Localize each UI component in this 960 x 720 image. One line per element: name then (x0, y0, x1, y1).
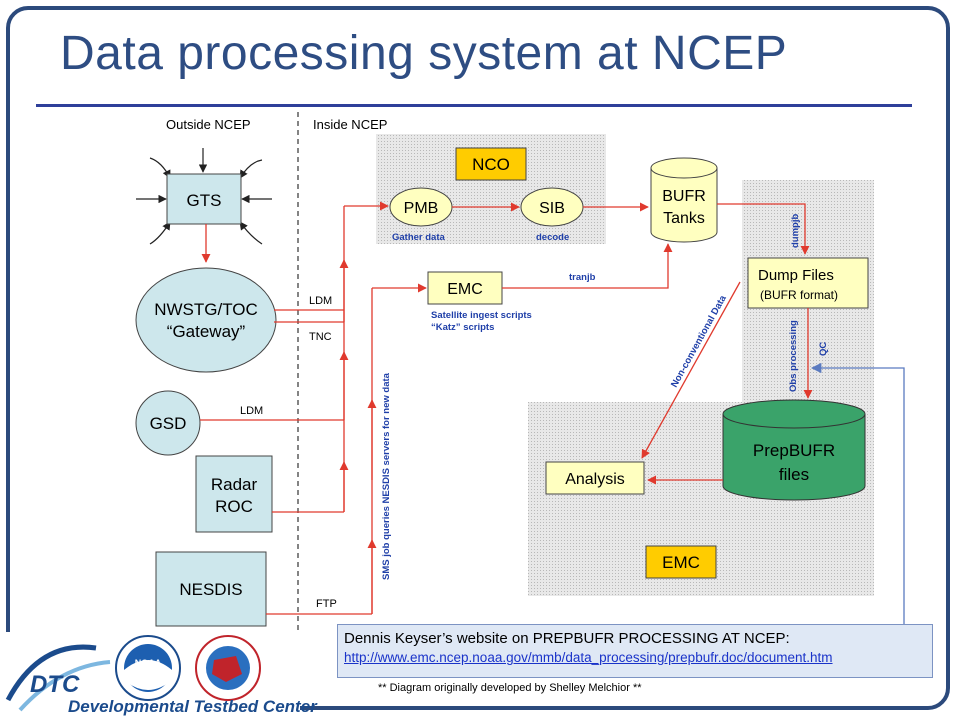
nwstg-label: NWSTG/TOC (154, 300, 258, 319)
reference-callout: Dennis Keyser’s website on PREPBUFR PROC… (337, 624, 933, 678)
analysis-label: Analysis (565, 471, 625, 488)
nco-box (455, 147, 527, 181)
inside-ncep-label: Inside NCEP (313, 117, 387, 132)
analysis-box (545, 461, 645, 495)
ldm-top-label: LDM (309, 295, 332, 307)
satellite-ingest-label: Satellite ingest scripts (431, 310, 532, 321)
qc-label: QC (818, 342, 829, 356)
callout-connector (810, 362, 905, 624)
prepbufr-files-node (722, 399, 866, 501)
ldm-gsd-label: LDM (240, 405, 263, 417)
gsd-label: GSD (150, 414, 187, 433)
sms-job-label: SMS job queries NESDIS servers for new d… (381, 372, 392, 580)
nws-logo (195, 635, 261, 701)
emc-to-bufr-arrow (502, 243, 673, 289)
diagram-credit: ** Diagram originally developed by Shell… (378, 682, 642, 694)
dtc-caption: Developmental Testbed Center (68, 697, 317, 716)
gateway-label: “Gateway” (167, 322, 246, 341)
radar-roc-box (195, 455, 273, 533)
prepbufr-label: PrepBUFR (753, 441, 835, 460)
title-divider (36, 104, 912, 107)
gsd-node (135, 390, 201, 456)
dumpjb-label: dumpjb (790, 214, 801, 248)
gts-inputs (136, 148, 272, 245)
dump-files-box (747, 257, 869, 309)
logos-group: DTC NOAA (5, 635, 261, 712)
page-title: Data processing system at NCEP (60, 27, 788, 80)
nesdis-label: NESDIS (179, 580, 242, 599)
gts-box (166, 173, 242, 225)
tnc-label: TNC (309, 331, 332, 343)
ftp-label: FTP (316, 598, 337, 610)
prepbufr-files-label: files (779, 465, 809, 484)
emc-bottom-box (645, 545, 717, 579)
pmb-label: PMB (404, 200, 439, 217)
gts-label: GTS (187, 191, 222, 210)
roc-label: ROC (215, 497, 253, 516)
noaa-logo: NOAA (115, 635, 181, 701)
radar-label: Radar (211, 475, 258, 494)
dtc-logo: DTC (5, 644, 111, 712)
dtc-wordmark: DTC (30, 671, 80, 698)
non-conventional-label: Non-conventional Data (669, 293, 729, 389)
emc-bottom-label: EMC (662, 553, 700, 572)
obs-processing-label: Obs processing (788, 320, 799, 392)
emc-ingest-box (427, 271, 503, 305)
sib-label: SIB (539, 200, 565, 217)
bufr-format-label: (BUFR format) (760, 288, 838, 302)
ingest-flow-lines (200, 201, 427, 615)
decode-label: decode (536, 232, 569, 243)
dump-to-analysis-arrow (641, 281, 741, 459)
katz-scripts-label: “Katz” scripts (431, 322, 494, 333)
callout-text: Dennis Keyser’s website on PREPBUFR PROC… (344, 630, 790, 647)
nesdis-box (155, 551, 267, 627)
prepbufr-doc-link[interactable]: http://www.emc.ncep.noaa.gov/mmb/data_pr… (344, 650, 833, 665)
noaa-wordmark: NOAA (135, 658, 162, 668)
gather-data-label: Gather data (392, 232, 446, 243)
emc-ingest-label: EMC (447, 281, 483, 298)
bufr-to-dump-arrow (717, 203, 810, 255)
bufr-tanks-node (650, 157, 718, 243)
tanks-label: Tanks (663, 210, 705, 227)
nwstg-gateway-node (135, 267, 277, 373)
nco-label: NCO (472, 155, 510, 174)
bufr-label: BUFR (662, 188, 706, 205)
tranjb-label: tranjb (569, 272, 596, 283)
dump-files-label: Dump Files (758, 267, 834, 284)
outside-ncep-label: Outside NCEP (166, 117, 251, 132)
